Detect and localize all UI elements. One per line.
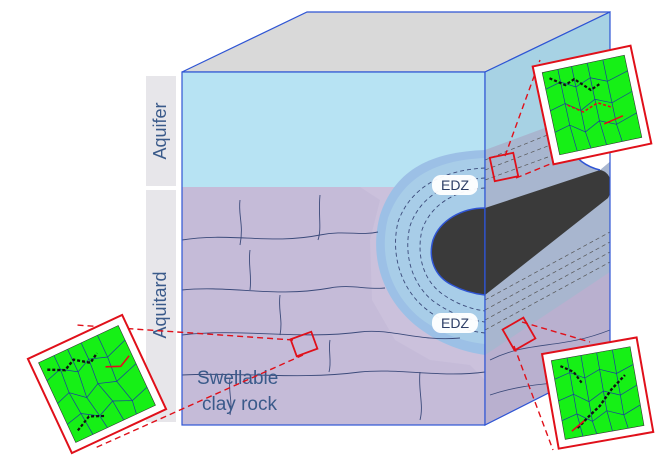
block-front-face bbox=[182, 72, 485, 425]
zoom-marker-left bbox=[289, 330, 319, 358]
aquitard-shade bbox=[182, 187, 485, 425]
edz-label-top: EDZ bbox=[441, 177, 469, 193]
aquitard-label: Aquitard bbox=[150, 271, 170, 338]
zoom-marker-top-right bbox=[488, 151, 520, 183]
voronoi-grain-icon bbox=[550, 346, 645, 440]
aquifer-label-bar bbox=[146, 76, 176, 186]
edz-label-bottom: EDZ bbox=[441, 315, 469, 331]
fractures-front bbox=[182, 194, 485, 421]
grain-inset-top-right bbox=[531, 44, 653, 166]
zoom-marker-bottom-right bbox=[501, 316, 537, 352]
rock-label-line2: clay rock bbox=[202, 394, 277, 415]
tunnel-front bbox=[430, 207, 485, 296]
voronoi-grain-icon bbox=[541, 54, 643, 156]
rock-label-line1: Swellable bbox=[197, 368, 278, 389]
voronoi-grain-icon bbox=[38, 325, 156, 443]
grain-inset-left bbox=[26, 313, 168, 455]
aquifer-label: Aquifer bbox=[150, 102, 170, 159]
tunnel-side bbox=[485, 170, 610, 295]
grain-inset-bottom-right bbox=[540, 336, 655, 450]
